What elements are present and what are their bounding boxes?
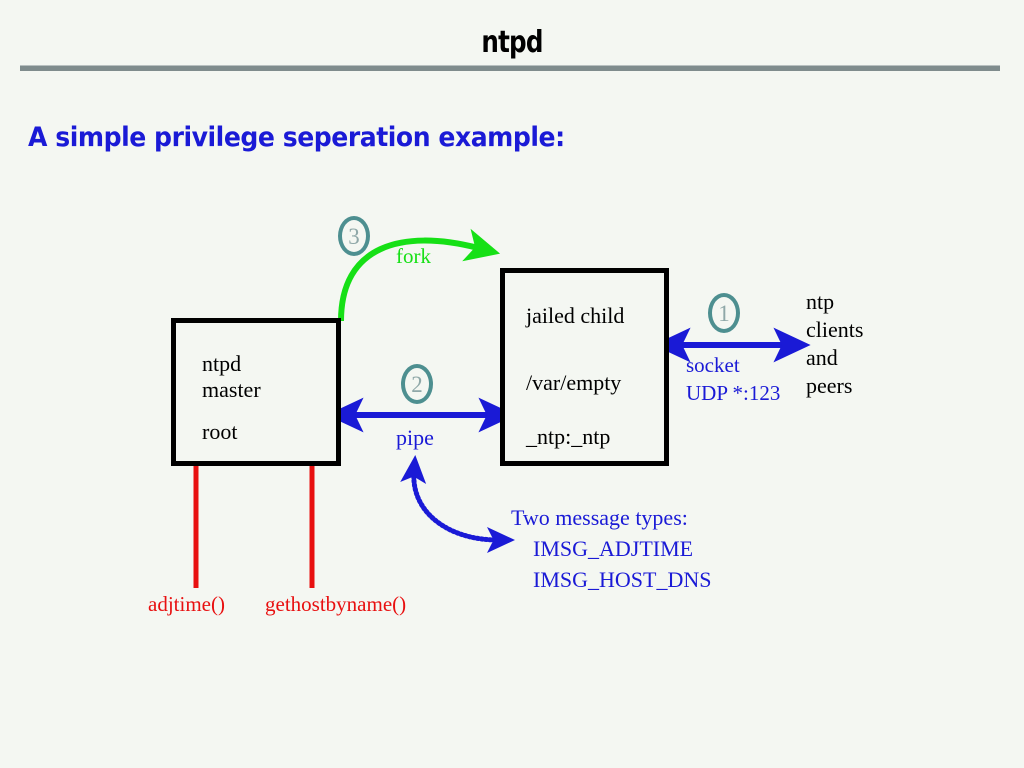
page-title: ntpd [481, 25, 543, 60]
message-types-title: Two message types: [511, 505, 688, 530]
label-clients-line-2: clients [806, 317, 864, 342]
box-master-line-1: ntpd [202, 351, 242, 376]
message-callout-arrow [400, 455, 515, 553]
box-master-line-3: root [202, 419, 238, 444]
label-clients-line-4: peers [806, 373, 853, 398]
label-gethostbyname: gethostbyname() [265, 592, 407, 616]
box-child-line-1: jailed child [526, 303, 625, 328]
label-pipe: pipe [396, 425, 434, 450]
message-type-1: IMSG_ADJTIME [533, 536, 694, 561]
step-badge-1: 1 [708, 293, 740, 333]
label-fork: fork [396, 244, 431, 268]
label-socket: socket [686, 353, 740, 377]
box-child-line-2: /var/empty [526, 370, 622, 395]
label-adjtime: adjtime() [148, 592, 225, 616]
step-badge-2: 2 [401, 364, 433, 404]
step-badge-3: 3 [338, 216, 370, 256]
title-divider [20, 65, 1000, 71]
box-ntpd-master[interactable]: ntpd master root [171, 318, 341, 466]
box-child-line-3: _ntp:_ntp [526, 424, 611, 449]
label-clients-line-1: ntp [806, 289, 835, 314]
message-type-2: IMSG_HOST_DNS [533, 567, 712, 592]
label-clients-line-3: and [806, 345, 838, 370]
box-jailed-child[interactable]: jailed child /var/empty _ntp:_ntp [500, 268, 669, 466]
slide-subtitle: A simple privilege seperation example: [28, 122, 565, 153]
box-master-line-2: master [202, 377, 261, 402]
label-ntp-clients-peers: ntp clients and peers [806, 288, 863, 400]
label-message-types: Two message types: IMSG_ADJTIME IMSG_HOS… [511, 502, 711, 595]
label-udp-port: UDP *:123 [686, 381, 781, 405]
